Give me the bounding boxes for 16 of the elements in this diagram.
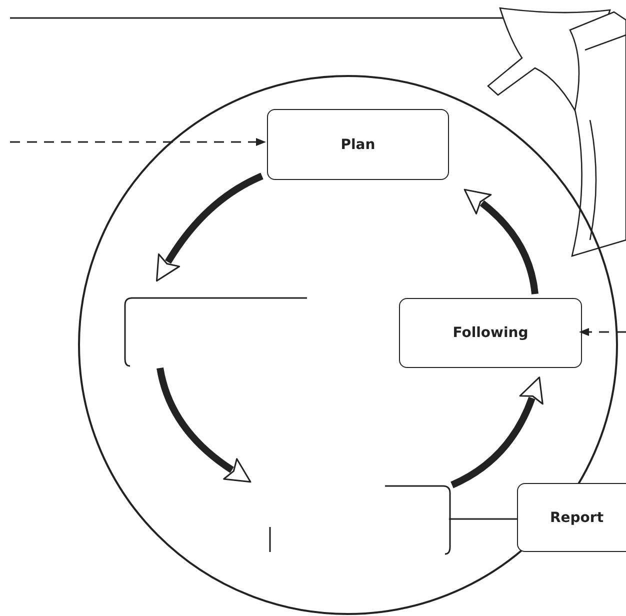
process-box — [517, 483, 626, 552]
partial-box — [267, 485, 451, 554]
connector-line — [449, 518, 517, 520]
process-box — [399, 298, 582, 368]
box-label: Report — [550, 510, 604, 526]
curved-block-arrow — [156, 367, 251, 484]
process-box — [267, 109, 449, 180]
cycle-circle — [78, 75, 618, 615]
partial-box — [124, 297, 307, 367]
curved-block-arrow — [156, 172, 264, 282]
dashed-arrow — [10, 138, 266, 146]
curved-block-arrow — [464, 188, 538, 294]
box-label: Following — [452, 325, 528, 341]
box-label: Plan — [340, 136, 376, 152]
dashed-arrow — [579, 328, 626, 336]
curved-block-arrow — [450, 376, 544, 488]
